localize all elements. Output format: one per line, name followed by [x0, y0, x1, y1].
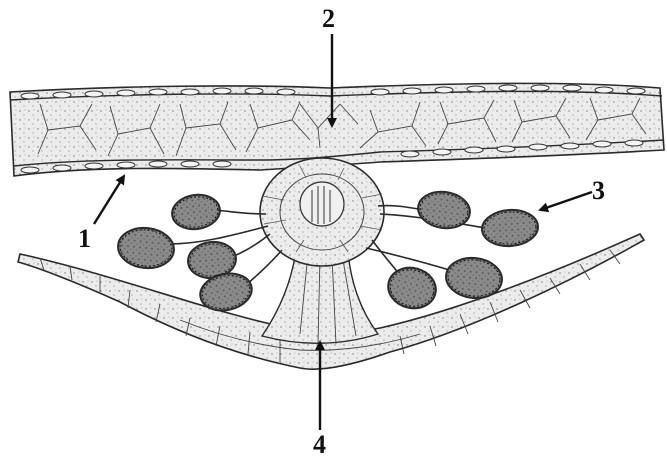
sporangium — [116, 225, 176, 271]
label-2: 2 — [322, 6, 335, 32]
arrow-1 — [94, 176, 124, 224]
arrow-3 — [540, 192, 592, 210]
receptacle — [260, 158, 384, 266]
receptacle-core — [300, 182, 344, 226]
label-3: 3 — [592, 178, 605, 204]
label-1: 1 — [78, 226, 91, 252]
sporangium — [170, 192, 222, 232]
sporangium — [481, 208, 539, 248]
sporangium — [384, 263, 440, 313]
label-4: 4 — [313, 432, 326, 458]
